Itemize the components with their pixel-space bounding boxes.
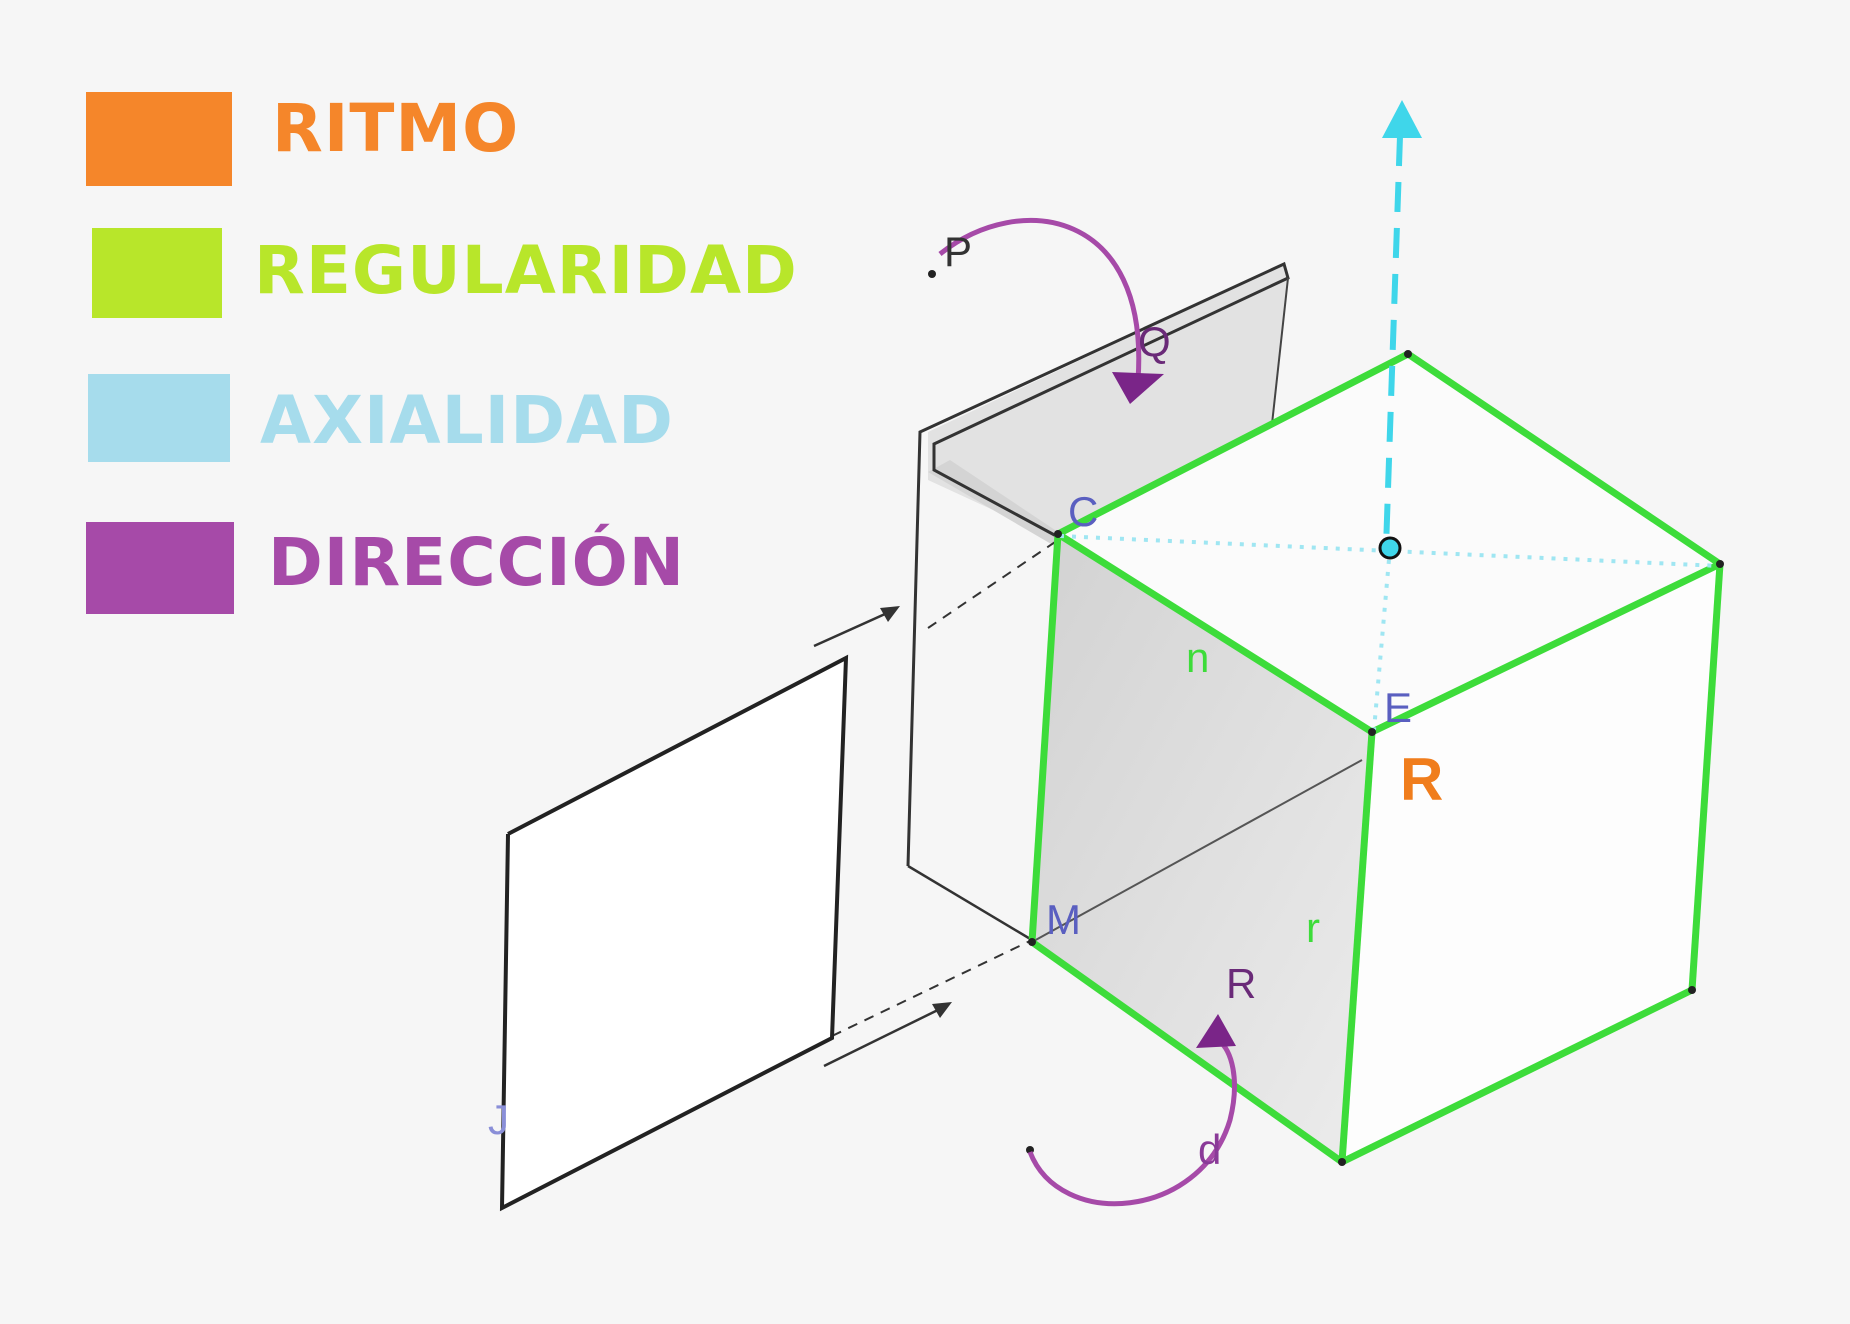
legend-swatch-axialidad [88, 374, 230, 462]
flat-square-outline [499, 654, 849, 1212]
label-d: d [1198, 1126, 1221, 1173]
projection-lines [813, 539, 1059, 1068]
cube-vertices [928, 270, 1724, 1166]
cube-edge-right-vertical [1688, 563, 1724, 991]
legend-label-direccion: DIRECCIÓN [268, 524, 686, 601]
axis-arrowhead [1382, 100, 1422, 138]
cube [928, 100, 1724, 1166]
legend-label-regularidad: REGULARIDAD [254, 232, 798, 309]
direction-arc-bottom [1027, 1037, 1237, 1207]
vertex-C [1054, 530, 1062, 538]
label-Q: Q [1138, 318, 1171, 365]
cube-inner-diagonal [1031, 759, 1363, 943]
cube-edge-bottom-left [1029, 939, 1345, 1165]
projection-dash-bottom [831, 939, 1033, 1037]
direction-arrowhead-bottom [1196, 1014, 1236, 1048]
projection-arrowhead-top [880, 606, 900, 622]
label-M: M [1046, 896, 1081, 943]
legend-swatch-regularidad [92, 228, 222, 318]
label-C: C [1068, 488, 1098, 535]
direction-arrows [938, 217, 1237, 1207]
label-J: J [488, 1096, 509, 1143]
panel-lip-face [928, 460, 1058, 548]
vertex-top [1404, 350, 1412, 358]
vertex-bottom [1338, 1158, 1346, 1166]
cube-edge-left-vertical [1028, 533, 1062, 943]
legend-label-ritmo: RITMO [272, 90, 520, 167]
direction-arrowhead-top [1112, 372, 1164, 404]
vertex-M [1028, 938, 1036, 946]
legend-label-axialidad: AXIALIDAD [260, 382, 674, 459]
vertex-right [1716, 560, 1724, 568]
label-n: n [1186, 634, 1209, 681]
vertex-E [1368, 728, 1376, 736]
projection-arrow-bottom [823, 1004, 947, 1068]
diagram-labels: P Q C n E R M r R J d [488, 228, 1443, 1173]
projection-dash-top [927, 539, 1059, 629]
folded-panel [906, 261, 1290, 942]
label-P: P [944, 228, 972, 275]
label-rhythm-R: R [1400, 746, 1443, 813]
projection-arrowhead-bottom [932, 1002, 952, 1018]
panel-bottom-edge [907, 864, 1033, 942]
axis [1059, 100, 1721, 731]
panel-right-edge [1271, 277, 1289, 425]
axis-dotted-diagonal-1 [1059, 534, 1721, 568]
label-E: E [1384, 684, 1412, 731]
axis-center-point [1378, 536, 1402, 560]
flat-square-face [502, 658, 846, 1208]
legend-swatch-direccion [86, 522, 234, 614]
label-R: R [1226, 960, 1256, 1007]
panel-shaded-face [928, 264, 1288, 540]
axis-dashed-line [1383, 135, 1403, 549]
direction-arc-top [938, 217, 1142, 381]
cube-edge-bottom-right [1340, 986, 1694, 1166]
flat-square [499, 654, 849, 1212]
cube-right-face [1342, 564, 1720, 1162]
point-P [928, 270, 936, 278]
label-r: r [1306, 904, 1320, 951]
legend-swatch-ritmo [86, 92, 232, 186]
projection-arrow-top [813, 608, 895, 648]
vertex-bottom-right [1688, 986, 1696, 994]
cube-edge-front-vertical [1338, 731, 1376, 1163]
